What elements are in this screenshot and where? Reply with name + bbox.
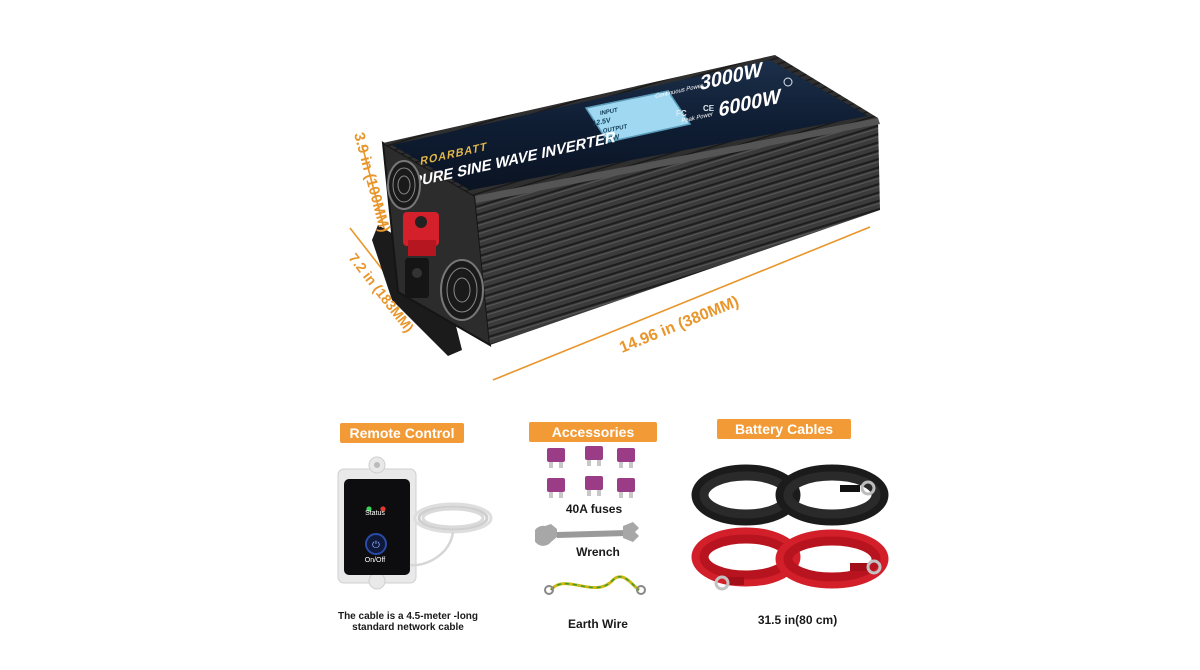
lcd-output-label: OUTPUT bbox=[603, 124, 628, 135]
positive-terminal bbox=[403, 212, 439, 256]
svg-text:CE: CE bbox=[703, 104, 715, 113]
status-led-green bbox=[366, 506, 372, 512]
negative-terminal bbox=[405, 258, 429, 298]
remote-control-title: Remote Control bbox=[340, 423, 464, 443]
wrench-icon bbox=[535, 522, 639, 546]
fuse-icons bbox=[547, 446, 635, 498]
remote-caption-line1: The cable is a 4.5-meter -long bbox=[337, 611, 479, 622]
battery-cables-image bbox=[691, 464, 889, 591]
svg-text:⏻: ⏻ bbox=[372, 540, 380, 551]
red-cable-lugs bbox=[714, 559, 882, 591]
cable-length-label: 31.5 in(80 cm) bbox=[757, 613, 838, 627]
status-label: Status bbox=[365, 510, 385, 517]
lcd-input-value: 12.5V bbox=[592, 117, 611, 128]
lcd-display bbox=[584, 90, 692, 143]
certification-icons: FC CE bbox=[676, 77, 793, 118]
fan-icon bbox=[387, 160, 421, 210]
lcd-output-value: 6000W bbox=[597, 134, 619, 145]
svg-text:FC: FC bbox=[676, 109, 687, 118]
lcd-input-label: INPUT bbox=[600, 108, 618, 118]
remote-control-image: ⏻ bbox=[337, 456, 493, 590]
accessories-title: Accessories bbox=[529, 422, 657, 442]
earth-wire-icon bbox=[544, 575, 646, 595]
wrench-label: Wrench bbox=[576, 545, 620, 559]
dimension-length-label: 14.96 in (380MM) bbox=[617, 293, 741, 356]
remote-caption-line2: standard network cable bbox=[352, 622, 464, 633]
inverter-product-image: INPUT 12.5V OUTPUT 6000W ROARBATT PURE S… bbox=[346, 55, 880, 381]
red-cable-coils bbox=[691, 527, 889, 589]
earth-wire-label: Earth Wire bbox=[568, 617, 628, 631]
fuses-label: 40A fuses bbox=[565, 502, 623, 516]
inverter-side-fins bbox=[475, 118, 880, 345]
black-cable-lug bbox=[840, 480, 876, 496]
black-cable-coils bbox=[691, 464, 889, 526]
status-led-red bbox=[380, 506, 386, 512]
power-button-icon bbox=[365, 533, 387, 555]
on-off-label: On/Off bbox=[364, 557, 386, 564]
battery-cables-title: Battery Cables bbox=[717, 419, 851, 439]
accessories-image bbox=[535, 446, 646, 595]
fan-icon bbox=[440, 259, 484, 321]
